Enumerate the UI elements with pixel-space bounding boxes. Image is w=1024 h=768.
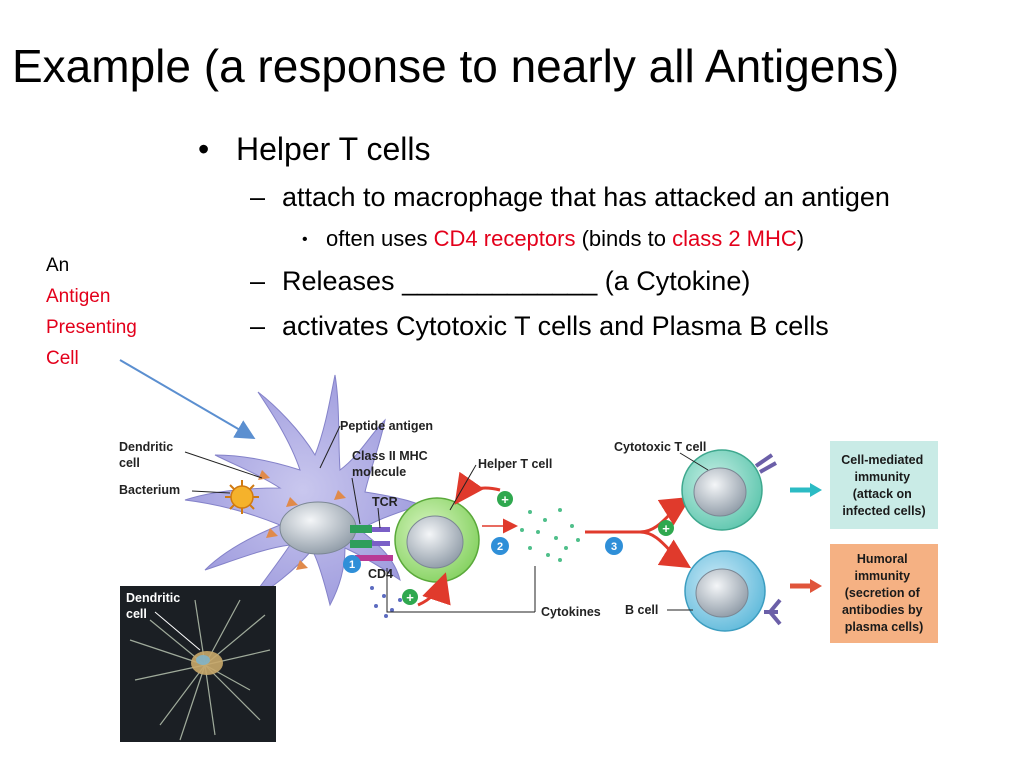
cytotoxic-t-cell-shape — [681, 449, 777, 531]
slide-title: Example (a response to nearly all Antige… — [12, 40, 900, 92]
label-dendritic-cell: Dendritic — [119, 440, 173, 454]
cell-mediated-text: Cell-mediated immunity (attack on infect… — [841, 453, 926, 518]
label-b-cell: B cell — [625, 603, 658, 617]
feedback-arrow — [454, 471, 501, 505]
svg-text:+: + — [662, 521, 670, 536]
label-peptide-antigen: Peptide antigen — [340, 419, 433, 433]
svg-text:2: 2 — [497, 541, 503, 553]
label-cytotoxic-t-cell: Cytotoxic T cell — [614, 440, 706, 454]
svg-text:+: + — [501, 492, 509, 507]
svg-text:3: 3 — [611, 541, 617, 553]
label-bacterium: Bacterium — [119, 483, 180, 497]
mhc-tcr-receptors — [350, 525, 393, 561]
svg-text:molecule: molecule — [352, 465, 406, 479]
step-1-marker — [343, 555, 361, 573]
arrow-to-b-cell — [639, 530, 692, 569]
svg-text:1: 1 — [349, 559, 355, 571]
label-helper-t-cell: Helper T cell — [478, 457, 552, 471]
bullet-often-uses: •often uses CD4 receptors (binds to clas… — [302, 226, 805, 251]
svg-text:+: + — [406, 590, 414, 605]
apc-label: An Antigen Presenting Cell — [46, 255, 137, 369]
bacterium-shape — [225, 480, 259, 514]
cell-mediated-box — [830, 441, 938, 529]
plus-marker-3 — [658, 520, 674, 536]
b-cell-shape — [684, 550, 782, 632]
plus-marker-1 — [497, 491, 513, 507]
plus-marker-2 — [402, 589, 418, 605]
helper-t-cell-shape — [394, 497, 480, 583]
cytokine-connector — [386, 568, 535, 613]
dendritic-cell-photo: Dendritic cell — [120, 586, 276, 742]
label-cytokines: Cytokines — [541, 605, 601, 619]
cytokine-dots — [520, 508, 580, 562]
activation-arrow-lower — [417, 572, 451, 607]
humoral-text: Humoral immunity (secretion of antibodie… — [842, 552, 926, 634]
bullet-helper-t-cells: •Helper T cells — [198, 131, 431, 167]
label-cd4: CD4 — [368, 567, 393, 581]
bullet-activates: –activates Cytotoxic T cells and Plasma … — [250, 311, 829, 341]
apc-pointer-arrow — [119, 359, 256, 440]
label-tcr: TCR — [372, 495, 398, 509]
bullet-releases: –Releases _____________ (a Cytokine) — [250, 266, 751, 296]
svg-text:cell: cell — [119, 456, 140, 470]
label-class2-mhc: Class II MHC — [352, 449, 428, 463]
bullet-attach: –attach to macrophage that has attacked … — [250, 182, 890, 212]
svg-text:cell: cell — [126, 607, 147, 621]
cytokine-dots-lower — [370, 586, 402, 618]
cd4-receptors-text: CD4 receptors — [433, 226, 576, 251]
humoral-box — [830, 544, 938, 643]
class2-mhc-text: class 2 MHC — [672, 226, 797, 251]
step-2-marker — [491, 537, 509, 555]
photo-label: Dendritic — [126, 591, 180, 605]
step-3-marker — [605, 537, 623, 555]
